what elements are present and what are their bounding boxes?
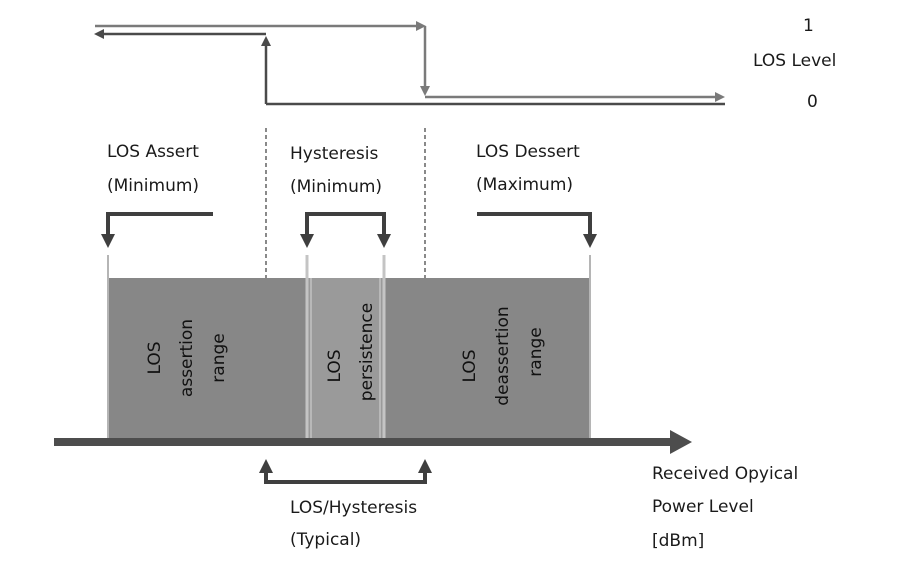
assertion-label-line3-group: range <box>209 333 229 382</box>
assertion-label-line1-group: LOS <box>145 341 165 374</box>
typical-hysteresis-bracket <box>259 459 432 484</box>
typical-title: LOS/Hysteresis <box>290 498 417 518</box>
deassertion-label-line2: deassertion <box>493 306 513 405</box>
deassertion-label-line3: range <box>526 327 546 376</box>
assert-marker-arrow <box>101 212 213 248</box>
los-level-low-value: 0 <box>807 92 818 112</box>
assertion-label-line3: range <box>209 333 229 382</box>
persistence-label-line1-group: LOS <box>325 349 345 382</box>
assert-edge-arrowhead <box>261 36 271 46</box>
dessert-qualifier: (Maximum) <box>476 175 573 195</box>
high-level-arrowhead <box>416 21 426 31</box>
los-level-waveform <box>94 21 725 106</box>
deassertion-label-line2-group: deassertion <box>493 306 513 405</box>
axis-label-line1: Received Opyical <box>652 464 798 484</box>
high-return-arrowhead <box>94 29 104 39</box>
deassertion-label-line1-group: LOS <box>460 349 480 382</box>
axis-label-line3: [dBm] <box>652 531 704 551</box>
dessert-title: LOS Dessert <box>476 142 580 162</box>
persistence-label-line2: persistence <box>357 303 377 401</box>
hysteresis-marker-arrow <box>300 212 391 248</box>
hysteresis-qualifier: (Minimum) <box>290 177 382 197</box>
assertion-label-line1: LOS <box>145 341 165 374</box>
dessert-marker-arrow <box>477 212 597 248</box>
deassertion-label-line3-group: range <box>526 327 546 376</box>
typical-qualifier: (Typical) <box>290 530 361 550</box>
los-level-high-value: 1 <box>803 16 814 36</box>
hysteresis-title: Hysteresis <box>290 144 378 164</box>
deassertion-label-line1: LOS <box>460 349 480 382</box>
assertion-label-line2-group: assertion <box>177 319 197 397</box>
assert-title: LOS Assert <box>107 142 199 162</box>
assert-qualifier: (Minimum) <box>107 176 199 196</box>
persistence-range-block <box>307 278 384 440</box>
persistence-label-line2-group: persistence <box>357 303 377 401</box>
low-level-arrowhead <box>715 92 725 102</box>
axis-arrowhead <box>670 430 692 454</box>
assertion-label-line2: assertion <box>177 319 197 397</box>
los-level-label: LOS Level <box>753 51 836 71</box>
deassert-edge-arrowhead <box>420 86 430 96</box>
assertion-range-block <box>107 278 307 440</box>
persistence-label-line1: LOS <box>325 349 345 382</box>
power-level-axis <box>54 430 692 454</box>
axis-label-line2: Power Level <box>652 497 754 517</box>
deassertion-range-block <box>384 278 591 440</box>
